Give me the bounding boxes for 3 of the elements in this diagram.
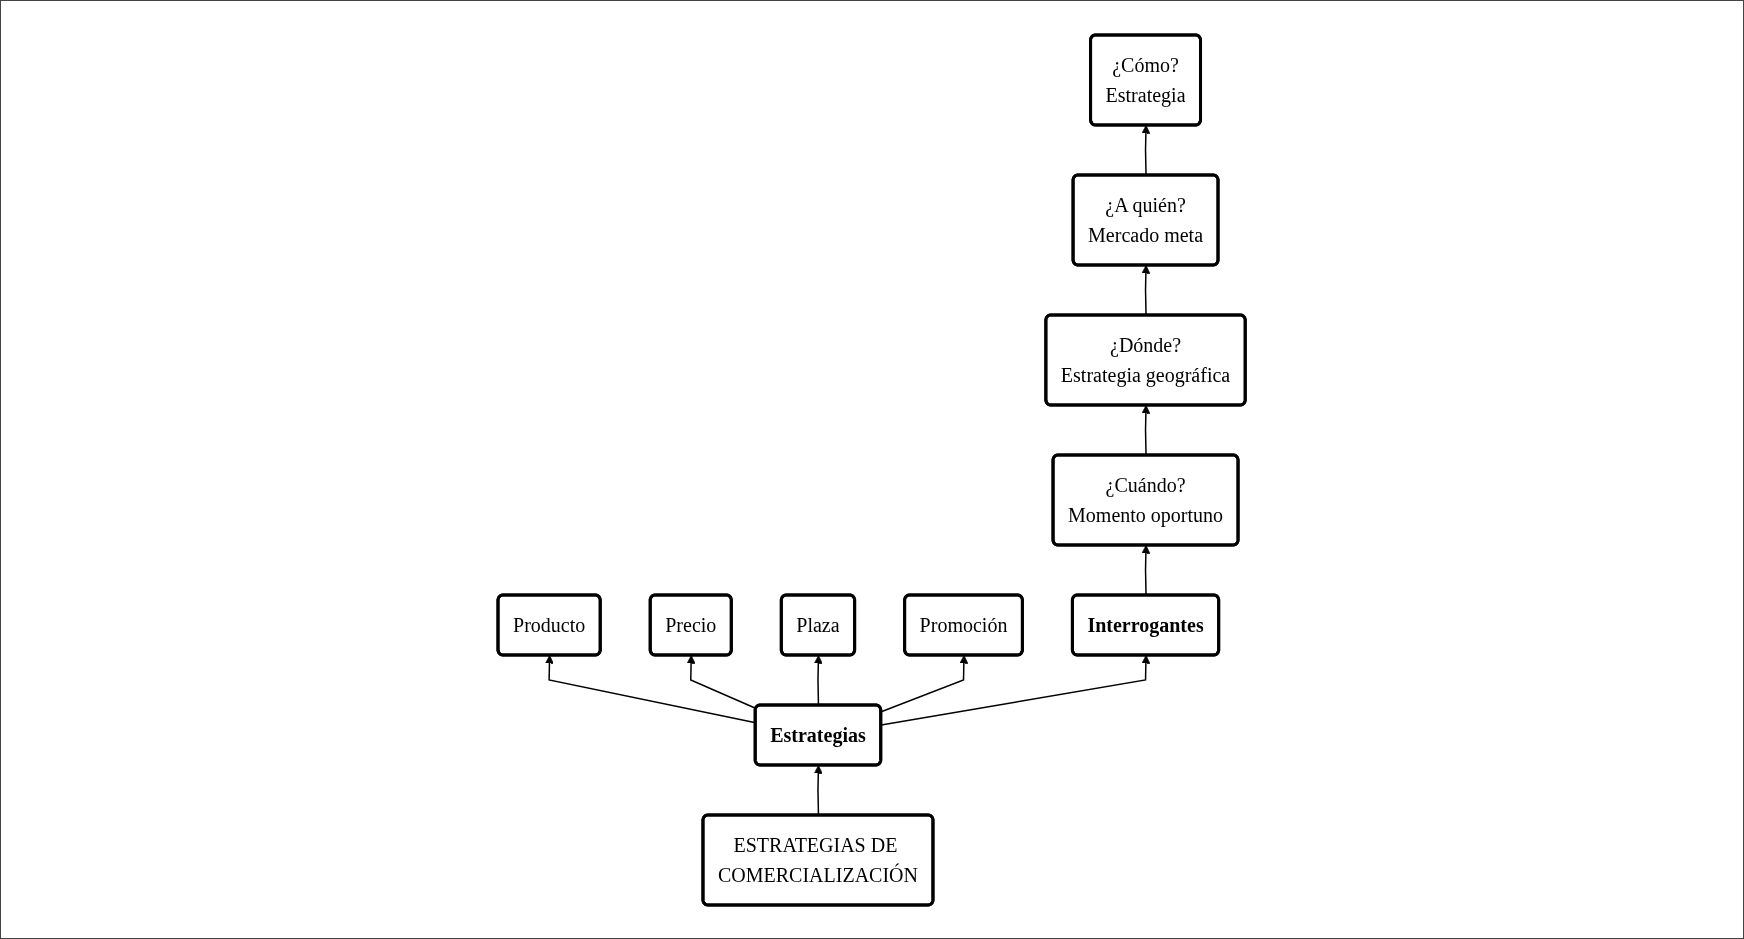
arrow bbox=[545, 654, 757, 723]
arrow bbox=[880, 654, 969, 712]
arrow bbox=[880, 654, 1151, 726]
